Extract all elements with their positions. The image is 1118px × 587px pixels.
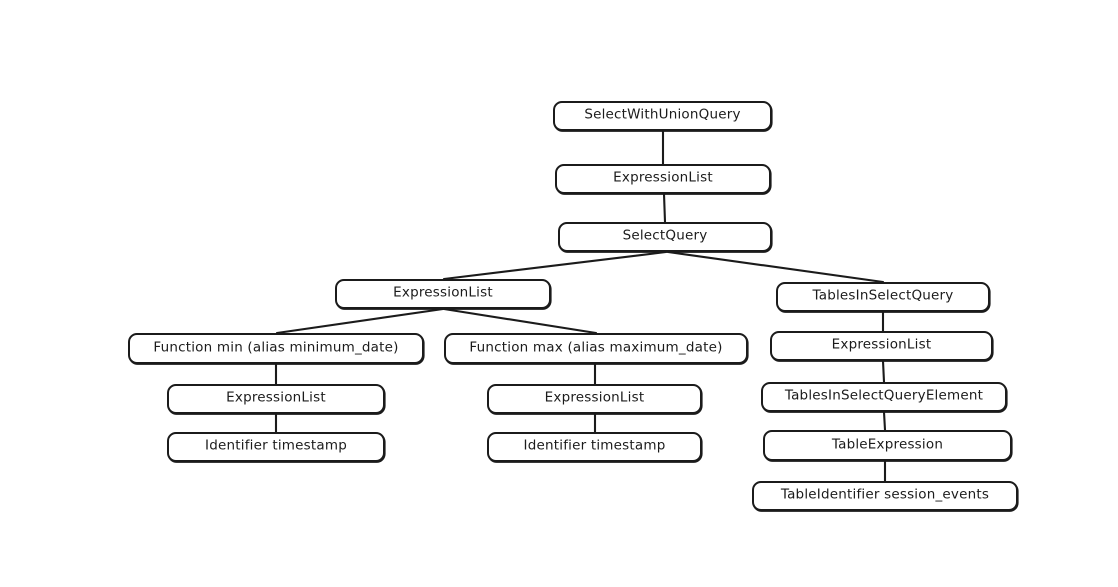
edge-select-query-to-tables-in-select-query <box>666 250 885 284</box>
node-identifier-timestamp-max[interactable]: Identifier timestamp <box>487 432 702 462</box>
node-label-table-expression: TableExpression <box>831 436 944 453</box>
node-label-table-identifier-session-events: TableIdentifier session_events <box>780 486 990 503</box>
node-label-tables-in-select-query-element: TablesInSelectQueryElement <box>784 387 984 404</box>
node-label-expression-list-max: ExpressionList <box>544 389 645 406</box>
node-select-with-union-query[interactable]: SelectWithUnionQuery <box>553 101 772 131</box>
node-label-expression-list-select: ExpressionList <box>393 284 493 301</box>
node-label-identifier-timestamp-min: Identifier timestamp <box>205 437 347 454</box>
node-label-select-query: SelectQuery <box>622 227 708 244</box>
node-label-function-max: Function max (alias maximum_date) <box>469 339 723 356</box>
node-label-select-with-union-query: SelectWithUnionQuery <box>584 106 741 123</box>
node-identifier-timestamp-min[interactable]: Identifier timestamp <box>167 432 385 462</box>
node-expression-list-max[interactable]: ExpressionList <box>487 384 702 414</box>
node-expression-list-root[interactable]: ExpressionList <box>555 164 771 194</box>
edge-expression-list-select-to-function-max <box>442 307 598 335</box>
node-label-function-min: Function min (alias minimum_date) <box>153 339 399 356</box>
edge-expression-list-root-to-select-query <box>662 192 667 224</box>
node-table-identifier-session-events[interactable]: TableIdentifier session_events <box>752 481 1018 511</box>
node-select-query[interactable]: SelectQuery <box>558 222 772 252</box>
node-label-expression-list-tables: ExpressionList <box>831 336 932 353</box>
node-expression-list-select[interactable]: ExpressionList <box>335 279 551 309</box>
node-label-expression-list-root: ExpressionList <box>613 169 713 186</box>
node-function-max[interactable]: Function max (alias maximum_date) <box>444 333 748 364</box>
node-tables-in-select-query-element[interactable]: TablesInSelectQueryElement <box>761 382 1007 412</box>
node-expression-list-tables[interactable]: ExpressionList <box>770 331 993 361</box>
node-table-expression[interactable]: TableExpression <box>763 430 1012 461</box>
edge-expression-list-select-to-function-min <box>275 307 445 335</box>
node-tables-in-select-query[interactable]: TablesInSelectQuery <box>776 282 990 312</box>
node-label-identifier-timestamp-max: Identifier timestamp <box>523 437 666 454</box>
edge-expression-list-tables-to-tables-in-select-query-element <box>881 359 886 384</box>
node-function-min[interactable]: Function min (alias minimum_date) <box>128 333 424 364</box>
node-label-expression-list-min: ExpressionList <box>226 389 326 406</box>
node-label-tables-in-select-query: TablesInSelectQuery <box>812 287 954 304</box>
edge-tables-in-select-query-element-to-table-expression <box>882 410 887 432</box>
edge-select-query-to-expression-list-select <box>442 250 668 281</box>
node-expression-list-min[interactable]: ExpressionList <box>167 384 385 414</box>
